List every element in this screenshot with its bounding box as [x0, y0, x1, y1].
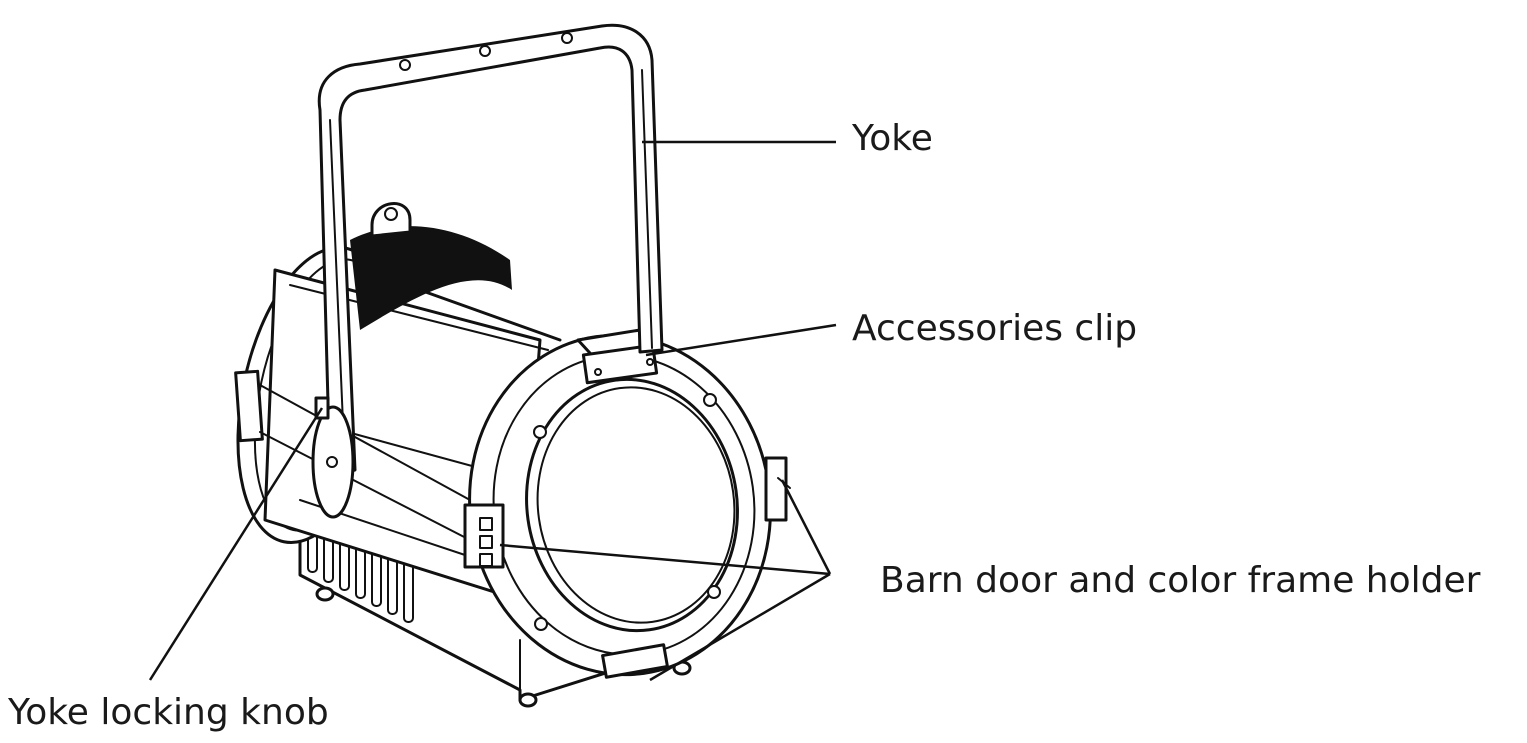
label-accessories-clip: Accessories clip [852, 308, 1137, 349]
accessories-clip [576, 328, 662, 385]
front-lens [468, 333, 772, 677]
label-barn-door-holder: Barn door and color frame holder [880, 560, 1481, 601]
barn-door-holder-bottom [601, 643, 669, 679]
leader-lines [148, 140, 837, 682]
label-yoke-locking-knob: Yoke locking knob [7, 692, 329, 733]
label-yoke: Yoke [851, 118, 933, 159]
barn-door-holder-left [463, 503, 505, 569]
